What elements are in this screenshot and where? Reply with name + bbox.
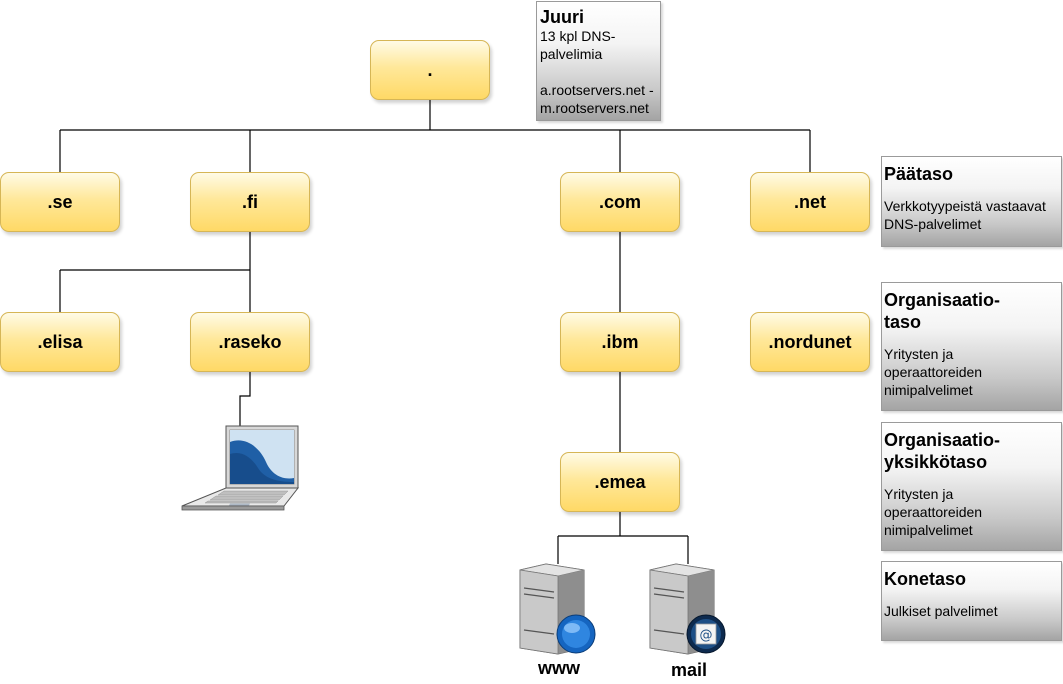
root-info-box: Juuri 13 kpl DNS- palvelimia a.rootserve… xyxy=(536,1,661,121)
panel-title: Päätaso xyxy=(884,164,954,184)
node-label: .se xyxy=(47,191,73,212)
svg-text:@: @ xyxy=(700,628,713,643)
panel-desc: Verkkotyypeistä vastaavat xyxy=(884,198,1046,214)
panel-title: yksikkötaso xyxy=(884,452,988,472)
panel-top-level: Päätaso Verkkotyypeistä vastaavat DNS-pa… xyxy=(881,156,1062,247)
node-label: .net xyxy=(793,191,826,212)
panel-title: Organisaatio- xyxy=(884,290,1001,310)
panel-host-level: Konetaso Julkiset palvelimet xyxy=(881,561,1062,641)
panel-desc: operaattoreiden xyxy=(884,364,983,380)
node-label: .ibm xyxy=(601,331,639,352)
panel-desc: DNS-palvelimet xyxy=(884,216,982,232)
unit-node-emea: .emea xyxy=(560,452,680,512)
org-node-elisa: .elisa xyxy=(0,312,120,372)
panel-title: Organisaatio- xyxy=(884,430,1001,450)
node-label: .fi xyxy=(242,191,258,212)
root-info-title: Juuri xyxy=(540,7,585,27)
panel-org-level: Organisaatio- taso Yritysten ja operaatt… xyxy=(881,282,1062,411)
connector-line xyxy=(239,372,251,426)
server-label-www: www xyxy=(537,658,580,678)
panel-desc: Julkiset palvelimet xyxy=(884,603,998,619)
node-label: .raseko xyxy=(218,331,282,352)
tld-node-com: .com xyxy=(560,172,680,232)
mail-server-icon: @ xyxy=(649,563,726,655)
laptop-icon xyxy=(181,425,300,511)
panel-title: Konetaso xyxy=(884,569,967,589)
org-node-nordunet: .nordunet xyxy=(750,312,870,372)
panel-desc: Yritysten ja xyxy=(884,346,954,362)
root-info-line: a.rootservers.net - xyxy=(540,82,654,98)
root-info-line: 13 kpl DNS- xyxy=(540,28,616,44)
root-label: . xyxy=(427,59,433,80)
org-node-raseko: .raseko xyxy=(190,312,310,372)
panel-desc: nimipalvelimet xyxy=(884,522,973,538)
node-label: .nordunet xyxy=(768,331,852,352)
root-node: . xyxy=(370,40,490,100)
panel-org-unit-level: Organisaatio- yksikkötaso Yritysten ja o… xyxy=(881,422,1062,551)
node-label: .elisa xyxy=(37,331,83,352)
server-label-mail: mail xyxy=(670,660,708,680)
tld-node-se: .se xyxy=(0,172,120,232)
web-server-icon xyxy=(519,563,596,655)
panel-title: taso xyxy=(884,312,922,332)
tld-node-fi: .fi xyxy=(190,172,310,232)
tld-node-net: .net xyxy=(750,172,870,232)
root-info-line: m.rootservers.net xyxy=(540,100,649,116)
node-label: .emea xyxy=(594,471,646,492)
panel-desc: operaattoreiden xyxy=(884,504,983,520)
node-label: .com xyxy=(598,191,641,212)
root-info-line: palvelimia xyxy=(540,46,603,62)
panel-desc: Yritysten ja xyxy=(884,486,954,502)
panel-desc: nimipalvelimet xyxy=(884,382,973,398)
org-node-ibm: .ibm xyxy=(560,312,680,372)
